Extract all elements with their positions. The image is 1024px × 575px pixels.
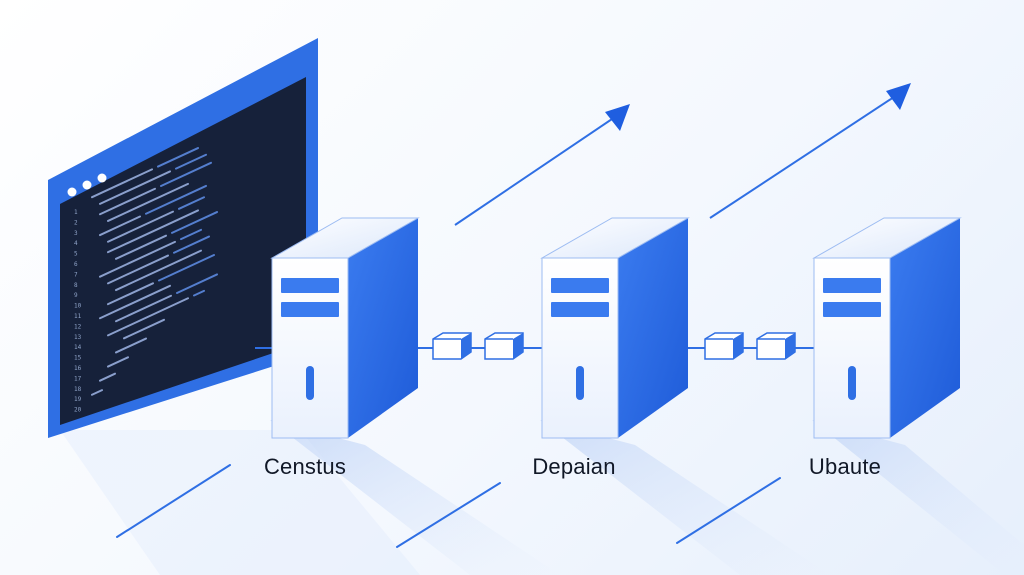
line-number: 8 xyxy=(74,282,78,289)
line-number: 11 xyxy=(74,313,82,320)
line-number: 2 xyxy=(74,219,78,226)
code-line xyxy=(107,282,154,306)
line-number: 7 xyxy=(74,271,78,278)
code-line xyxy=(193,289,205,297)
line-number: 18 xyxy=(74,386,82,393)
window-dots-icon xyxy=(67,173,107,197)
line-number: 20 xyxy=(74,407,82,414)
code-line xyxy=(180,228,202,241)
line-number: 4 xyxy=(74,240,78,247)
line-number: 5 xyxy=(74,251,78,258)
server-icon xyxy=(540,217,690,439)
servers xyxy=(270,217,962,439)
connector-icon xyxy=(704,332,744,360)
code-line xyxy=(115,294,172,323)
line-number: 15 xyxy=(74,355,82,362)
connector-icon xyxy=(432,332,472,360)
connector-icon xyxy=(756,332,796,360)
code-line xyxy=(178,196,205,210)
editor-code-lines xyxy=(91,147,218,396)
code-line xyxy=(99,187,156,216)
code-line xyxy=(173,235,210,254)
line-number: 1 xyxy=(74,209,78,216)
server-label-ubaute: Ubaute xyxy=(808,454,882,479)
code-line xyxy=(115,234,167,260)
code-line xyxy=(107,356,129,368)
code-line xyxy=(160,161,212,187)
power-slot xyxy=(576,366,584,400)
code-line xyxy=(158,254,215,282)
code-line xyxy=(145,184,207,215)
line-number: 17 xyxy=(74,375,82,382)
code-line xyxy=(107,297,189,337)
drive-bay xyxy=(823,302,881,317)
drive-bay xyxy=(551,278,609,293)
arrow-up-right-icon xyxy=(709,83,911,219)
code-line xyxy=(99,215,141,237)
line-number: 13 xyxy=(74,334,82,341)
connectors xyxy=(432,332,796,360)
server-label-censtus: Censtus xyxy=(263,454,347,479)
code-line xyxy=(157,147,199,168)
code-line xyxy=(99,284,171,320)
code-line xyxy=(115,337,147,354)
code-line xyxy=(115,249,202,292)
line-number: 10 xyxy=(74,303,82,310)
server-icon xyxy=(270,217,420,439)
code-line xyxy=(91,168,153,199)
line-number: 14 xyxy=(74,344,82,351)
code-line xyxy=(171,211,218,234)
line-number: 16 xyxy=(74,365,82,372)
code-line xyxy=(99,372,116,382)
drive-bay xyxy=(281,302,339,317)
code-line xyxy=(107,182,189,222)
server-icon xyxy=(812,217,962,439)
floor-shadows xyxy=(60,420,1024,575)
drive-bay xyxy=(823,278,881,293)
code-line xyxy=(107,210,174,243)
drive-bay xyxy=(551,302,609,317)
code-line xyxy=(123,318,165,340)
connector-icon xyxy=(484,332,524,360)
power-slot xyxy=(848,366,856,400)
code-line xyxy=(107,209,199,254)
code-line xyxy=(107,254,169,285)
server-label-depaian: Depaian xyxy=(532,454,616,479)
code-line xyxy=(99,170,171,205)
line-number: 6 xyxy=(74,261,78,268)
power-slot xyxy=(306,366,314,400)
code-line xyxy=(176,273,218,294)
line-number: 19 xyxy=(74,396,82,403)
code-line xyxy=(91,389,103,396)
arrow-up-right-icon xyxy=(454,104,630,226)
drive-bay xyxy=(281,278,339,293)
line-number: 3 xyxy=(74,230,78,237)
line-number: 9 xyxy=(74,292,78,299)
floor-lines xyxy=(116,464,781,548)
code-line xyxy=(175,153,207,170)
code-line xyxy=(99,240,176,278)
line-number: 12 xyxy=(74,323,82,330)
